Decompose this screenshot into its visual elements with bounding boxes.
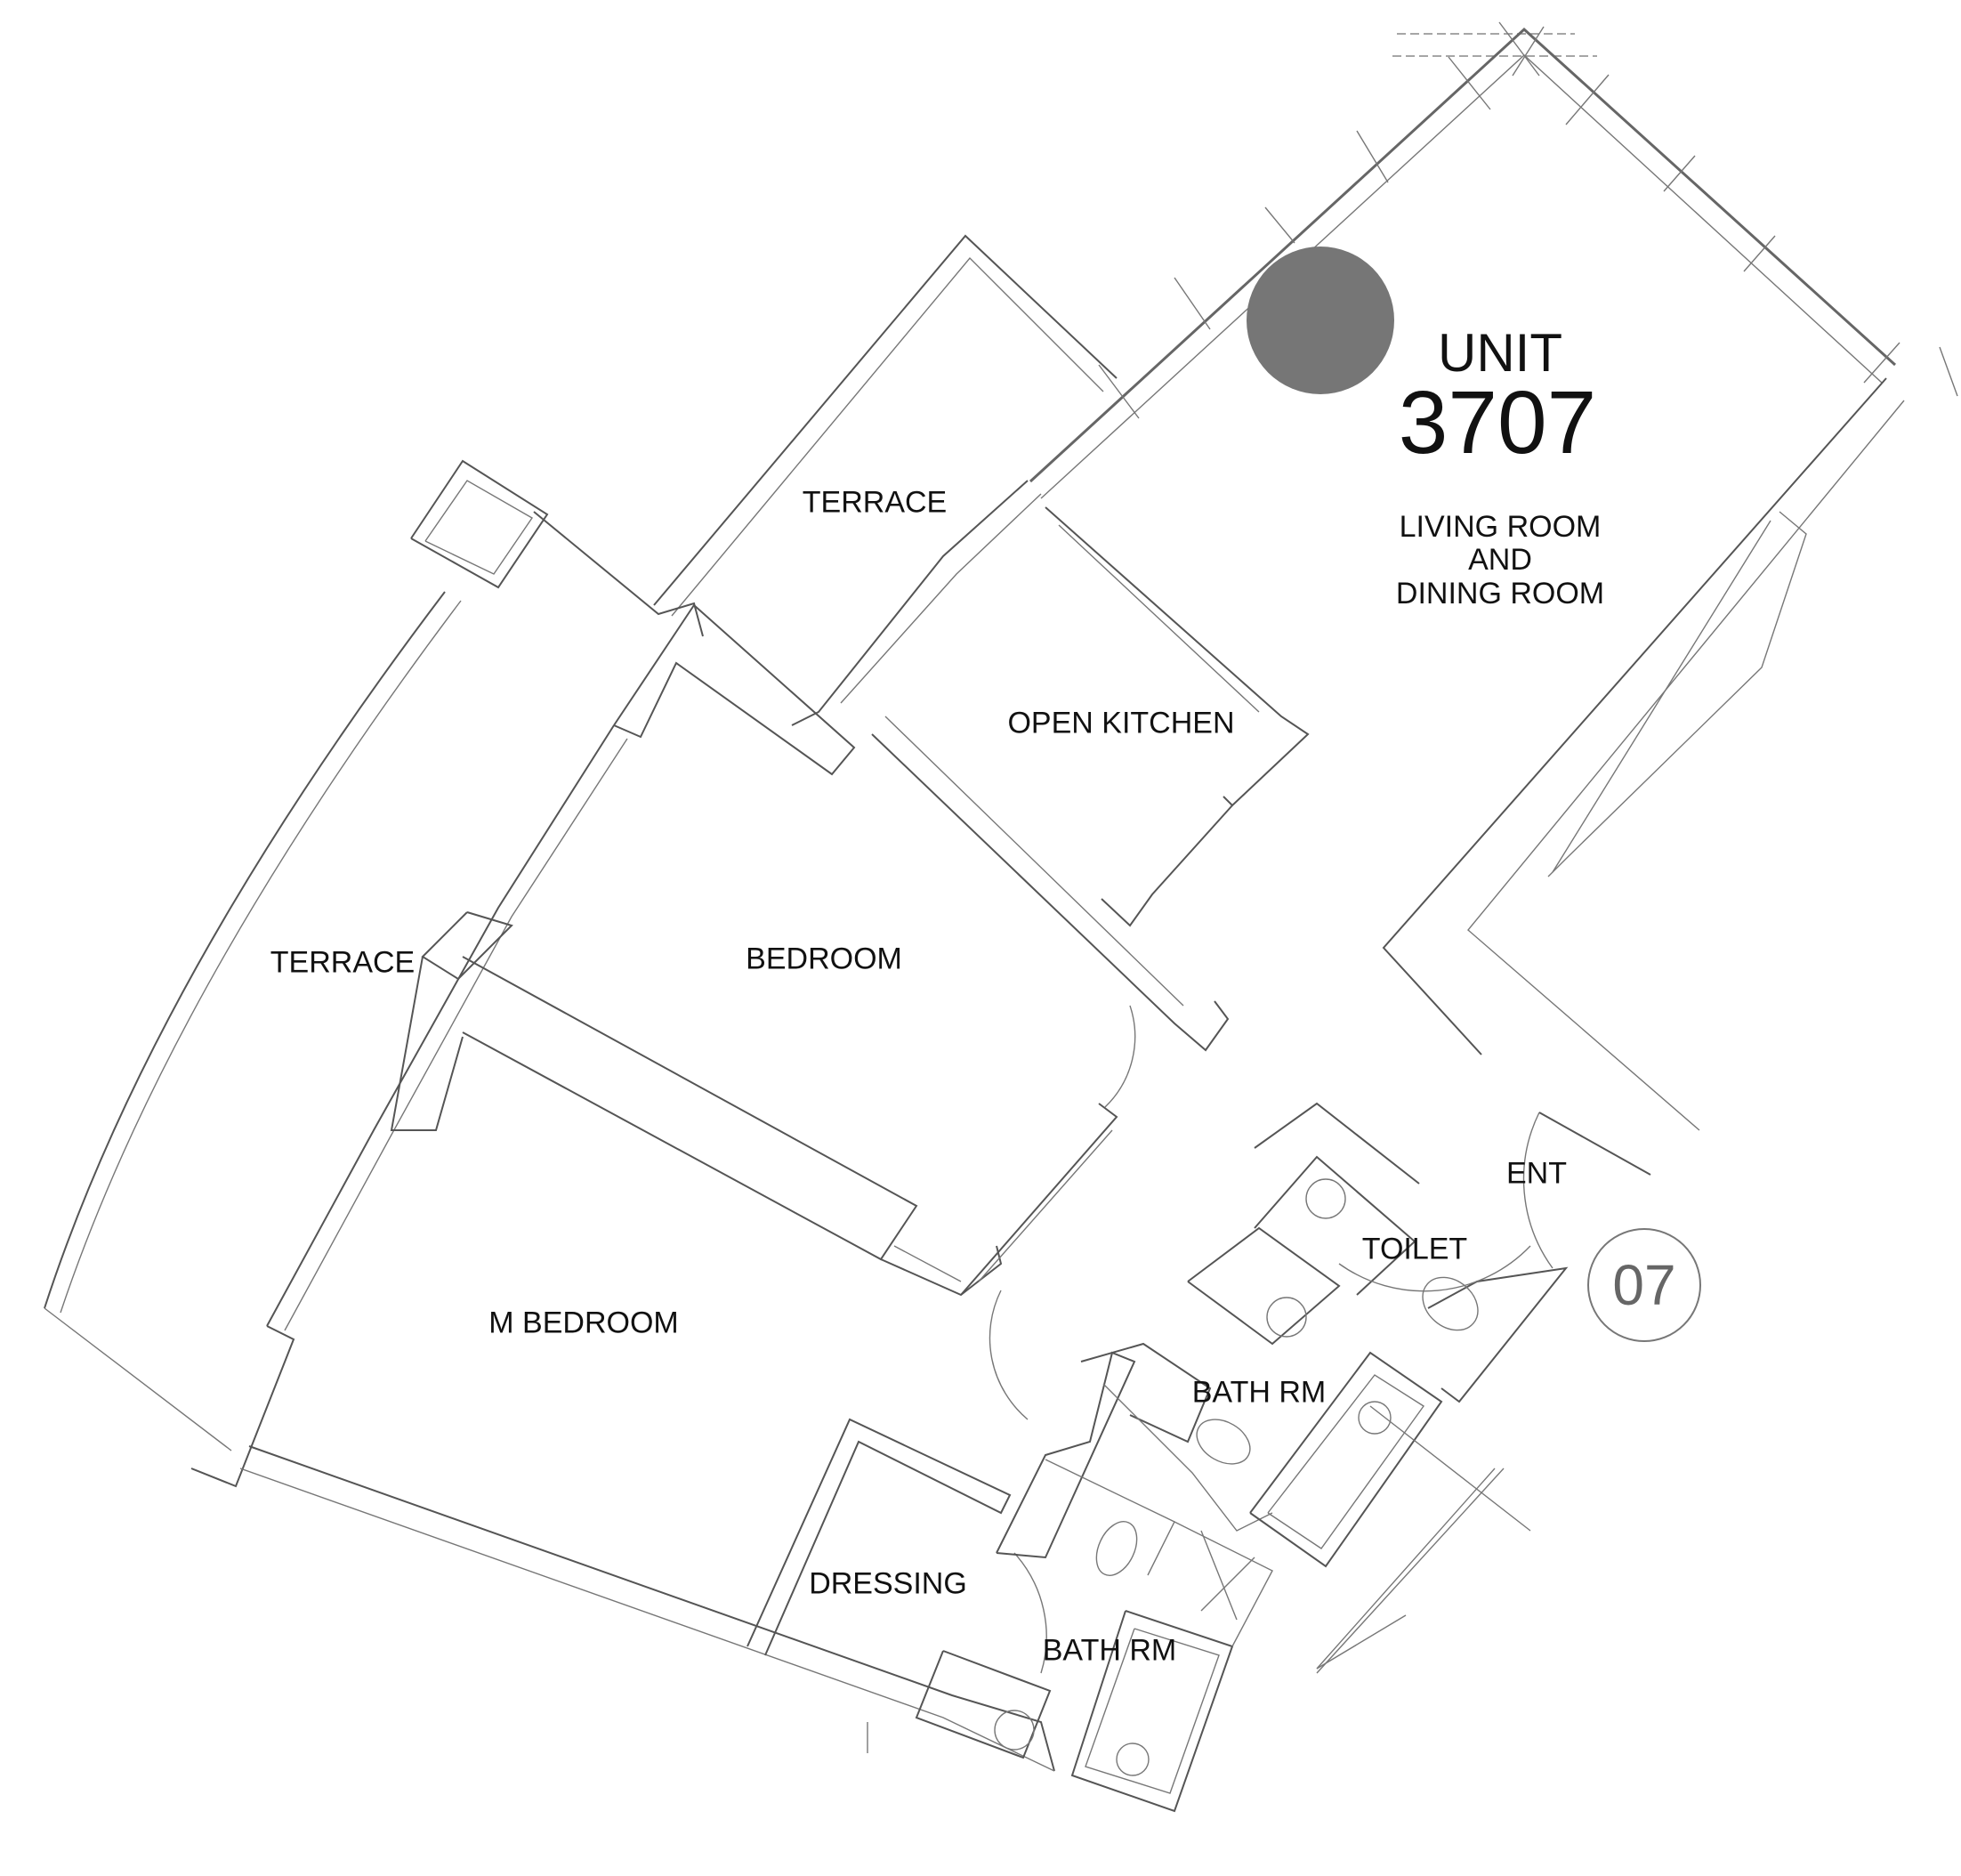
room-label-dressing: DRESSING <box>809 1566 967 1601</box>
room-label-living: LIVING ROOM AND DINING ROOM <box>1395 509 1605 611</box>
bath1-wall <box>1080 1342 1212 1443</box>
door-swing-mbedroom <box>989 1290 1029 1420</box>
room-label-bedroom: BEDROOM <box>746 942 902 976</box>
toilet-wall <box>1427 1266 1569 1403</box>
unit-badge-text: 07 <box>1612 1253 1676 1317</box>
dressing-walls <box>746 1418 1012 1656</box>
sink-fixture <box>1266 1297 1307 1338</box>
wardrobe-line <box>893 1245 962 1282</box>
location-marker <box>1247 247 1394 394</box>
vanity-counter <box>1187 1226 1341 1346</box>
terrace-left-curve <box>44 591 446 1309</box>
bath1-wall <box>1254 1102 1420 1185</box>
terrace-top-glazing-inner <box>840 493 1042 704</box>
shower-diagonal <box>1200 1557 1255 1612</box>
terrace-left-curve-inner <box>60 600 462 1314</box>
bedroom-facade-inner <box>284 738 628 1331</box>
kitchen-wall <box>1045 506 1310 807</box>
room-label-terrace-top: TERRACE <box>802 485 948 520</box>
unit-label: UNIT <box>1438 323 1562 383</box>
mbedroom-south-wall <box>248 1445 1055 1772</box>
door-swing-dressing <box>1013 1552 1047 1674</box>
terrace-planter-inner <box>424 480 534 575</box>
wardrobe <box>462 956 918 1261</box>
room-label-ent: ENT <box>1506 1156 1567 1191</box>
terrace-top-glazing <box>791 480 1029 726</box>
bathtub-inner <box>1267 1374 1425 1549</box>
window-mullions <box>1098 21 1900 419</box>
terrace-top-outline <box>653 234 1118 606</box>
room-label-terrace-left: TERRACE <box>270 945 416 980</box>
sink-fixture <box>994 1710 1035 1751</box>
vanity-counter <box>915 1650 1052 1759</box>
kitchen-counter <box>1058 524 1260 713</box>
room-label-open-kitchen: OPEN KITCHEN <box>1007 706 1235 740</box>
bath-corridor-line <box>1369 1405 1531 1532</box>
shower-diagonal <box>1200 1530 1238 1621</box>
entry-door-leaf <box>1538 1112 1651 1176</box>
kitchen-wall <box>1101 805 1233 927</box>
cabinet-line <box>1547 511 1807 877</box>
bathtub <box>1249 1351 1443 1568</box>
bedroom-kitchen-partition <box>871 733 1230 1052</box>
toilet-fixture <box>1196 1419 1251 1465</box>
bathtub <box>1070 1610 1234 1813</box>
vanity-counter <box>1254 1155 1416 1296</box>
terrace-left-bottom <box>44 1307 232 1451</box>
living-line-3: DINING ROOM <box>1395 576 1605 611</box>
mbedroom-facade <box>190 1325 295 1488</box>
facade-pier <box>421 911 513 981</box>
cabinet-line <box>1552 520 1771 873</box>
unit-number: 3707 <box>1398 373 1597 473</box>
shower-enclosure <box>1174 1521 1273 1647</box>
toilet-fixture <box>1422 1276 1479 1331</box>
wall-stub <box>1939 346 1958 397</box>
bedroom-kitchen-partition-inner <box>884 716 1184 1007</box>
room-label-toilet: TOILET <box>1361 1232 1468 1266</box>
bedroom-facade <box>266 724 615 1327</box>
room-label-m-bedroom: M BEDROOM <box>488 1306 679 1340</box>
living-east-wall <box>1382 377 1887 1055</box>
bedroom-closet-wall <box>960 1103 1118 1296</box>
bath2-wall <box>1045 1459 1175 1576</box>
corridor-line <box>1316 1468 1505 1674</box>
terrace-planter <box>410 459 549 589</box>
corridor-line <box>1316 1468 1496 1670</box>
bath2-wall <box>996 1351 1136 1559</box>
bedroom-closet-wall-inner <box>978 1129 1113 1282</box>
corridor-line <box>1316 1614 1407 1670</box>
exterior-wall <box>1029 27 1897 483</box>
unit-badge: 07 <box>1587 1228 1701 1342</box>
room-label-bath-rm-2: BATH RM <box>1042 1633 1177 1668</box>
terrace-top-outline-inner <box>671 256 1104 617</box>
living-line-2: AND <box>1468 543 1532 578</box>
toilet-fixture <box>1095 1521 1138 1576</box>
living-line-1: LIVING ROOM <box>1399 509 1602 544</box>
bathtub-inner <box>1085 1628 1220 1794</box>
living-east-wall-inner <box>1467 400 1905 1131</box>
bath1-wall <box>1102 1383 1273 1532</box>
sink-fixture <box>1305 1178 1346 1219</box>
facade-pier <box>390 956 464 1131</box>
mbedroom-south-wall-inner <box>239 1468 1055 1772</box>
tub-drain <box>1116 1743 1150 1776</box>
bedroom-column <box>613 603 856 776</box>
terrace-left-top-wall <box>533 511 704 637</box>
door-swing-toilet <box>1338 1245 1531 1292</box>
tub-drain <box>1358 1401 1392 1435</box>
door-swing-entry <box>1522 1112 1553 1269</box>
room-label-bath-rm-1: BATH RM <box>1191 1375 1327 1410</box>
door-swing-bedroom <box>1104 1005 1136 1108</box>
